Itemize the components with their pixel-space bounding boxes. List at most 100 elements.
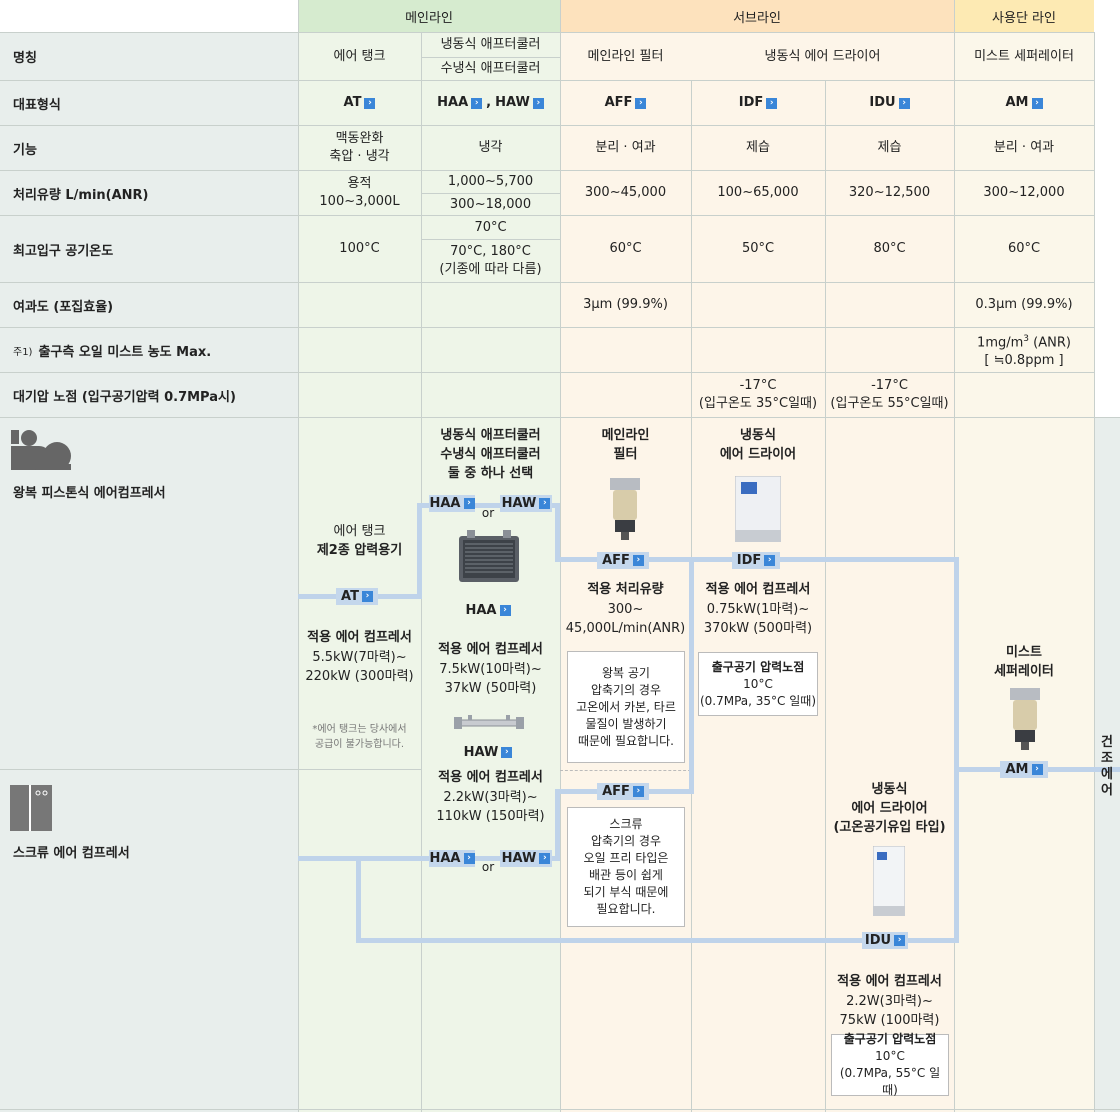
idf-comp: 0.75kW(1마력)~ 370kW (500마력) xyxy=(703,602,813,636)
haa-product-image xyxy=(457,530,521,586)
header-end: 사용단 라인 xyxy=(954,0,1094,32)
filter-note-piston: 왕복 공기 압축기의 경우 고온에서 카본, 타르 물질이 발생하기 때문에 필… xyxy=(567,651,685,763)
haa-image-link[interactable]: HAA› xyxy=(462,602,514,619)
idu-comp-title: 적용 에어 컴프레서 xyxy=(837,974,942,989)
aff-tag-bottom[interactable]: AFF› xyxy=(597,783,649,800)
screw-compressor-icon xyxy=(10,785,52,831)
tank-name: 에어 탱크 xyxy=(333,48,386,64)
or-label-bottom: or xyxy=(481,860,495,874)
chevron-right-icon: › xyxy=(364,97,376,109)
am-filtration: 0.3μm (99.9%) xyxy=(975,297,1073,312)
chevron-right-icon: › xyxy=(632,786,644,797)
cooler-temp-1: 70°C xyxy=(474,219,507,235)
haw-link[interactable]: HAW› xyxy=(495,94,544,112)
cooler-name-2: 수냉식 애프터쿨러 xyxy=(440,61,541,76)
piston-compressor-icon xyxy=(9,428,73,472)
idf-link[interactable]: IDF› xyxy=(691,81,825,125)
cooler-name-1: 냉동식 애프터쿨러 xyxy=(440,37,541,52)
chevron-right-icon: › xyxy=(471,97,483,109)
haw-tag-bottom[interactable]: HAW› xyxy=(500,850,552,867)
tank-model-link[interactable]: AT› xyxy=(298,81,421,125)
chevron-right-icon: › xyxy=(499,605,511,616)
filter-flow: 300~45,000 xyxy=(584,185,667,200)
haw-comp: 2.2kW(3마력)~ 110kW (150마력) xyxy=(436,790,545,824)
cooler-function: 냉각 xyxy=(478,140,503,155)
idf-comp-title: 적용 에어 컴프레서 xyxy=(705,582,811,597)
idf-flow-title: 냉동식 에어 드라이어 xyxy=(719,428,797,462)
filter-function: 분리 · 여과 xyxy=(595,140,656,155)
tank-comp-title: 적용 에어 컴프레서 xyxy=(307,630,412,645)
or-label-top: or xyxy=(481,506,495,520)
idf-temp: 50°C xyxy=(741,241,775,256)
cooler-flow-title: 냉동식 애프터쿨러 수냉식 애프터쿨러 둘 중 하나 선택 xyxy=(440,428,541,481)
idu-flow-title: 냉동식 에어 드라이어 (고온공기유입 타입) xyxy=(833,782,946,835)
filter-temp: 60°C xyxy=(609,241,642,256)
am-link[interactable]: AM› xyxy=(954,81,1094,125)
note-marker: 주1) xyxy=(13,346,33,358)
row-label-flow: 처리유량 L/min(ANR) xyxy=(0,171,298,215)
haa-comp-title: 적용 에어 컴프레서 xyxy=(438,642,543,657)
haa-link[interactable]: HAA› xyxy=(437,94,483,112)
chevron-right-icon: › xyxy=(898,97,910,109)
filter-note-screw: 스크류 압축기의 경우 오일 프리 타입은 배관 등이 쉽게 되기 부식 때문에… xyxy=(567,807,685,927)
filter-filtration: 3μm (99.9%) xyxy=(583,297,668,312)
cooler-models: HAA› , HAW› xyxy=(421,81,560,125)
header-sub: 서브라인 xyxy=(560,0,954,32)
row-label-function: 기능 xyxy=(0,126,298,170)
chevron-right-icon: › xyxy=(539,498,551,509)
am-product-image xyxy=(1010,688,1040,754)
idf-dew: -17°C (입구온도 35°C일때) xyxy=(698,378,818,411)
cooler-flow-2: 300~18,000 xyxy=(449,196,532,212)
haw-comp-title: 적용 에어 컴프레서 xyxy=(438,770,543,785)
aff-tag-top[interactable]: AFF› xyxy=(597,552,649,569)
idu-tag[interactable]: IDU› xyxy=(862,932,908,949)
aff-product-image xyxy=(610,478,640,544)
aff-link[interactable]: AFF› xyxy=(560,81,691,125)
cooler-temp-2: 70°C, 180°C (기종에 따라 다름) xyxy=(439,244,542,277)
haa-tag-bottom[interactable]: HAA› xyxy=(429,850,475,867)
idu-flow: 320~12,500 xyxy=(848,185,931,200)
tank-temp: 100°C xyxy=(339,241,380,256)
chevron-right-icon: › xyxy=(1031,764,1043,775)
chevron-right-icon: › xyxy=(361,591,373,602)
idu-product-image xyxy=(872,845,906,917)
idf-product-image xyxy=(734,475,782,543)
row-label-model: 대표형식 xyxy=(0,81,298,125)
haw-tag-top[interactable]: HAW› xyxy=(500,495,552,512)
idf-flow: 100~65,000 xyxy=(717,185,799,200)
filter-flow-title: 메인라인 필터 xyxy=(601,428,650,462)
chevron-right-icon: › xyxy=(532,97,544,109)
tank-note: *에어 탱크는 당사에서 공급이 불가능합니다. xyxy=(312,724,407,750)
row-label-name: 명칭 xyxy=(0,33,298,80)
idu-temp: 80°C xyxy=(873,241,906,256)
idu-dew: -17°C (입구온도 55°C일때) xyxy=(830,378,949,411)
haw-image-link[interactable]: HAW› xyxy=(462,744,514,761)
row-label-oil: 주1)출구측 오일 미스트 농도 Max. xyxy=(0,328,298,372)
tank-comp: 5.5kW(7마력)~ 220kW (300마력) xyxy=(305,650,414,684)
filter-name: 메인라인 필터 xyxy=(587,48,664,64)
screw-compressor-label: 스크류 에어 컴프레서 xyxy=(13,846,130,861)
idu-function: 제습 xyxy=(877,140,902,155)
am-temp: 60°C xyxy=(1007,241,1041,256)
piston-compressor-label: 왕복 피스톤식 에어컴프레서 xyxy=(13,486,166,501)
chevron-right-icon: › xyxy=(539,853,551,864)
chevron-right-icon: › xyxy=(766,97,778,109)
chevron-right-icon: › xyxy=(501,747,513,758)
chevron-right-icon: › xyxy=(463,853,475,864)
chevron-right-icon: › xyxy=(894,935,906,946)
idf-tag[interactable]: IDF› xyxy=(732,552,780,569)
am-function: 분리 · 여과 xyxy=(993,140,1055,155)
row-label-temp: 최고입구 공기온도 xyxy=(0,216,298,282)
cooler-flow-1: 1,000~5,700 xyxy=(447,174,534,189)
chevron-right-icon: › xyxy=(1031,97,1043,109)
am-oil: 1mg/m3 (ANR) [ ≒0.8ppm ] xyxy=(977,333,1071,369)
row-label-dew: 대기압 노점 (입구공기압력 0.7MPa시) xyxy=(0,373,298,417)
at-tag[interactable]: AT› xyxy=(336,588,378,605)
haa-tag-top[interactable]: HAA› xyxy=(429,495,475,512)
chevron-right-icon: › xyxy=(764,555,776,566)
am-tag[interactable]: AM› xyxy=(1000,761,1048,778)
am-flow: 300~12,000 xyxy=(983,185,1065,200)
idu-link[interactable]: IDU› xyxy=(825,81,954,125)
haa-comp: 7.5kW(10마력)~ 37kW (50마력) xyxy=(439,662,542,696)
